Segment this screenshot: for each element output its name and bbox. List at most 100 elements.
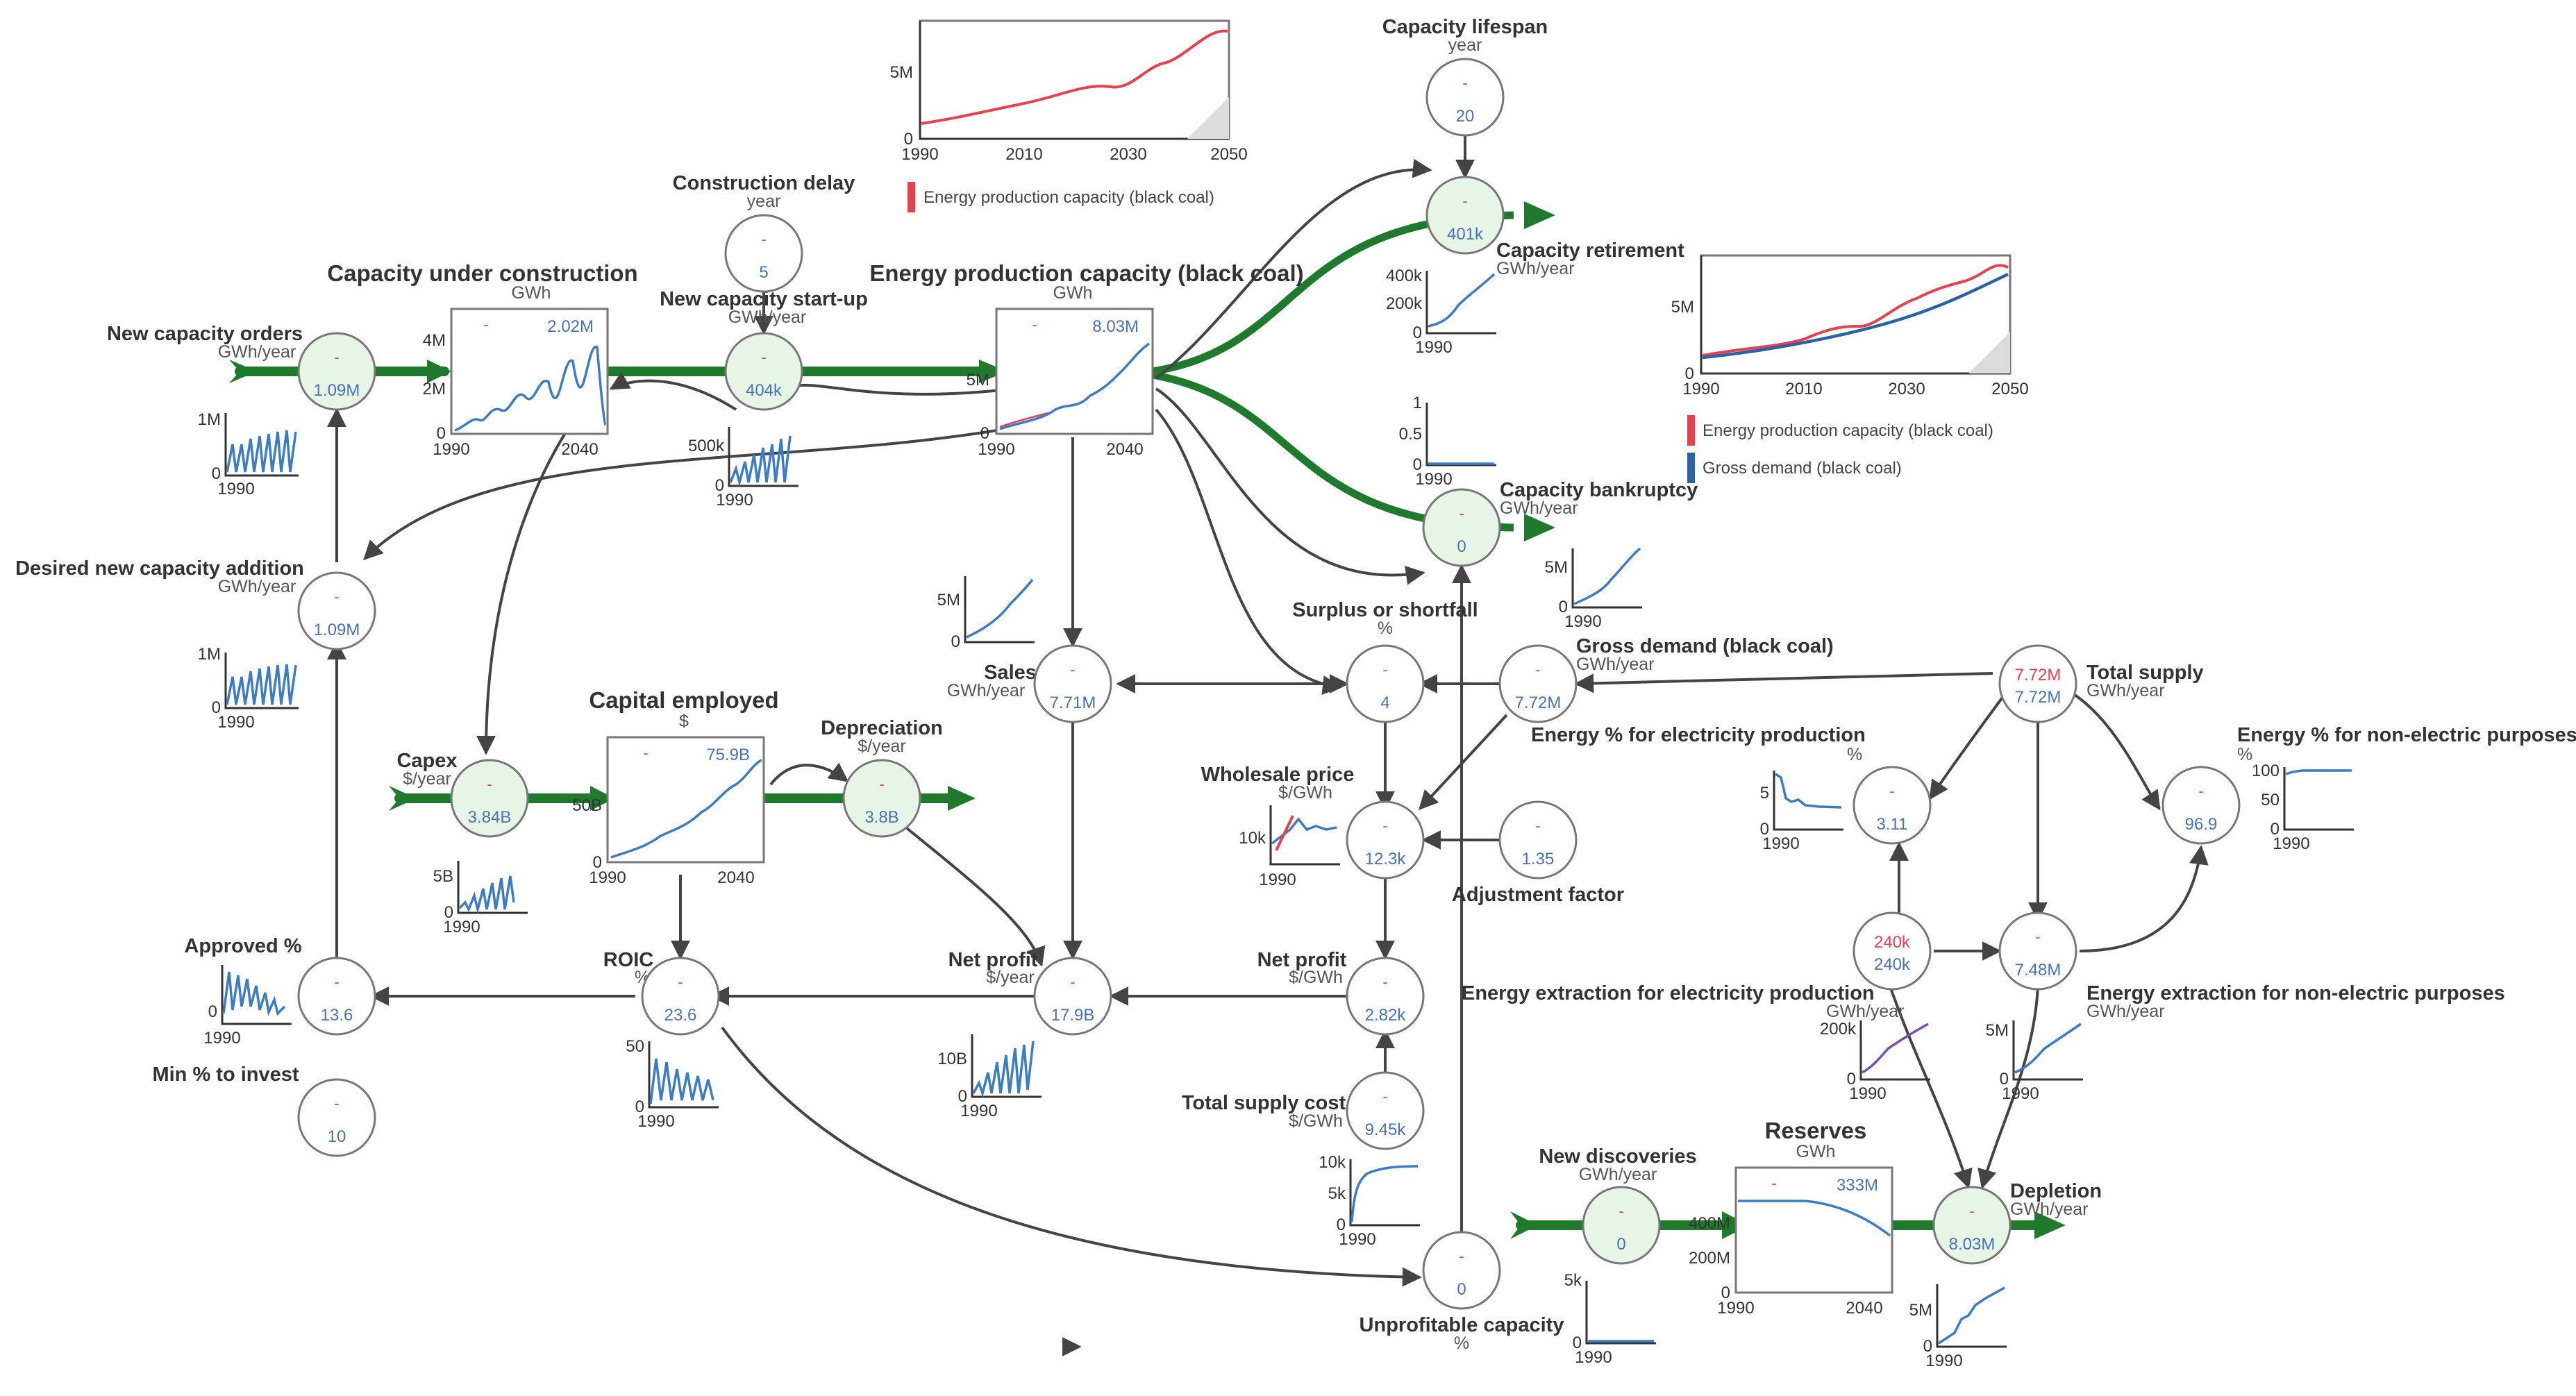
aux-extraction-nonelectric[interactable]: Energy extraction for non-electric purpo… <box>1998 911 2505 1021</box>
x-tick: 1990 <box>1682 380 1719 398</box>
aux-construction-delay[interactable]: Construction delay year - 5 <box>673 172 855 293</box>
svg-text:404k: 404k <box>746 381 783 400</box>
svg-text:5k: 5k <box>1564 1271 1582 1290</box>
chart-frame <box>1700 254 2012 375</box>
aux-gross-demand[interactable]: Gross demand (black coal) GWh/year - 7.7… <box>1498 635 1834 723</box>
svg-text:4M: 4M <box>423 331 446 350</box>
spark-desired-capacity: 1M 0 1990 <box>198 645 299 732</box>
spark-depletion: 5M 0 1990 <box>1909 1284 2007 1370</box>
spark-capex: 5B 0 1990 <box>433 861 528 936</box>
stock-capacity-under-construction[interactable]: Capacity under construction GWh - 2.02M … <box>327 260 637 459</box>
valve-depletion[interactable]: Depletion GWh/year - 8.03M <box>1932 1180 2102 1265</box>
aux-sales[interactable]: Sales GWh/year - 7.71M <box>947 644 1112 723</box>
svg-text:3.84B: 3.84B <box>468 808 512 827</box>
svg-text:GWh/year: GWh/year <box>1579 1165 1657 1184</box>
valve-capex[interactable]: Capex $/year - 3.84B <box>396 750 529 838</box>
svg-text:200k: 200k <box>1820 1020 1857 1038</box>
svg-text:10k: 10k <box>1319 1153 1346 1172</box>
svg-text:13.6: 13.6 <box>321 1006 353 1025</box>
aux-net-profit-unit[interactable]: Net profit $/GWh - 2.82k <box>1257 949 1425 1036</box>
svg-text:Gross demand (black coal): Gross demand (black coal) <box>1576 635 1834 657</box>
aux-approved-pct[interactable]: Approved % - 13.6 <box>184 935 376 1036</box>
aux-desired-new-capacity[interactable]: Desired new capacity addition GWh/year -… <box>15 557 376 650</box>
aux-min-pct-invest[interactable]: Min % to invest - 10 <box>152 1063 376 1157</box>
svg-text:Total supply: Total supply <box>2086 662 2204 684</box>
stock-energy-production-capacity[interactable]: Energy production capacity (black coal) … <box>869 260 1303 459</box>
svg-text:9.45k: 9.45k <box>1365 1120 1407 1139</box>
svg-text:5B: 5B <box>433 867 453 886</box>
svg-text:1M: 1M <box>198 645 221 664</box>
svg-text:1990: 1990 <box>960 1102 997 1120</box>
aux-capacity-lifespan[interactable]: Capacity lifespan year - 20 <box>1382 16 1548 137</box>
svg-text:96.9: 96.9 <box>2185 815 2218 834</box>
x-tick: 1990 <box>901 145 938 164</box>
valve-capacity-bankruptcy[interactable]: Capacity bankruptcy GWh/year - 0 <box>1422 479 1698 567</box>
svg-text:-: - <box>334 973 339 991</box>
aux-roic[interactable]: ROIC % - 23.6 <box>603 949 720 1036</box>
svg-text:Reserves: Reserves <box>1765 1118 1867 1143</box>
spark-wholesale-price: 10k 1990 <box>1239 805 1340 889</box>
spark-bankruptcy: 5M 0 1990 <box>1545 547 1642 631</box>
svg-text:Total supply cost: Total supply cost <box>1182 1092 1346 1114</box>
svg-text:7.72M: 7.72M <box>2015 688 2061 707</box>
svg-text:$: $ <box>679 712 689 731</box>
svg-text:1990: 1990 <box>433 440 469 459</box>
svg-text:1M: 1M <box>198 410 221 429</box>
legend-swatch <box>908 182 915 212</box>
svg-text:year: year <box>1448 35 1482 55</box>
svg-text:GWh/year: GWh/year <box>218 577 296 596</box>
svg-text:401k: 401k <box>1447 225 1484 244</box>
aux-adjustment-factor[interactable]: - 1.35 Adjustment factor <box>1452 800 1624 906</box>
spark-total-supply-cost: 10k 5k 0 1990 <box>1319 1153 1420 1249</box>
spark-sales: 5M 0 <box>937 576 1035 651</box>
svg-text:-: - <box>2198 782 2203 800</box>
aux-unprofitable-capacity[interactable]: - 0 Unprofitable capacity % <box>1360 1231 1564 1353</box>
svg-text:8.03M: 8.03M <box>1092 317 1139 336</box>
valve-depreciation[interactable]: Depreciation $/year - 3.8B <box>821 717 943 838</box>
svg-text:-: - <box>334 1095 339 1112</box>
svg-text:0: 0 <box>208 1002 217 1021</box>
aux-net-profit-total[interactable]: Net profit $/year - 17.9B <box>948 949 1112 1036</box>
svg-text:Adjustment factor: Adjustment factor <box>1452 884 1624 906</box>
aux-extraction-electricity[interactable]: Energy extraction for electricity produc… <box>1462 911 1932 1021</box>
svg-text:200k: 200k <box>1386 294 1423 313</box>
aux-energy-pct-nonelectric[interactable]: Energy % for non-electric purposes % - 9… <box>2161 724 2576 845</box>
svg-text:2.82k: 2.82k <box>1365 1006 1407 1025</box>
svg-text:1.09M: 1.09M <box>314 621 360 639</box>
legend-swatch <box>1687 453 1695 483</box>
valve-new-capacity-orders[interactable]: New capacity orders GWh/year - 1.09M <box>107 323 376 411</box>
svg-text:0: 0 <box>1337 1216 1346 1234</box>
svg-text:1990: 1990 <box>203 1029 240 1048</box>
svg-text:1990: 1990 <box>1564 612 1601 631</box>
svg-text:1990: 1990 <box>2002 1084 2039 1103</box>
aux-wholesale-price[interactable]: Wholesale price $/GWh - 12.3k <box>1201 764 1425 880</box>
svg-text:-: - <box>1070 661 1075 678</box>
svg-text:0: 0 <box>212 464 221 483</box>
svg-text:GWh/year: GWh/year <box>2086 681 2165 700</box>
stock-capital-employed[interactable]: Capital employed $ - 75.9B 50B 0 1990 20… <box>572 687 778 887</box>
svg-text:Approved %: Approved % <box>184 935 301 957</box>
aux-surplus-shortfall[interactable]: Surplus or shortfall % - 4 <box>1292 599 1478 723</box>
aux-energy-pct-electricity[interactable]: Energy % for electricity production % - … <box>1531 724 1932 845</box>
spark-new-orders: 1M 0 1990 <box>198 410 299 498</box>
svg-text:-: - <box>1032 316 1037 333</box>
aux-total-supply-cost[interactable]: Total supply cost $/GWh - 9.45k <box>1182 1071 1425 1150</box>
svg-text:0: 0 <box>1847 1070 1856 1088</box>
valve-new-discoveries[interactable]: New discoveries GWh/year - 0 <box>1539 1145 1697 1265</box>
aux-total-supply[interactable]: Total supply GWh/year 7.72M 7.72M <box>1998 644 2204 723</box>
svg-text:5M: 5M <box>1909 1301 1932 1320</box>
svg-text:-: - <box>1459 505 1464 522</box>
svg-text:0: 0 <box>715 476 724 495</box>
svg-text:Unprofitable capacity: Unprofitable capacity <box>1360 1314 1564 1336</box>
svg-text:1990: 1990 <box>1925 1352 1962 1370</box>
svg-text:-: - <box>334 588 339 605</box>
stock-reserves[interactable]: Reserves GWh - 333M 400M 200M 0 1990 204… <box>1689 1118 1893 1318</box>
valve-capacity-retirement[interactable]: Capacity retirement GWh/year - 401k <box>1425 176 1684 278</box>
svg-text:-: - <box>483 316 488 333</box>
svg-text:New capacity orders: New capacity orders <box>107 323 303 345</box>
svg-text:240k: 240k <box>1874 933 1911 952</box>
valve-new-capacity-startup[interactable]: New capacity start-up GWh/year - 404k <box>660 288 868 411</box>
spark-new-discoveries: 5k 0 1990 <box>1564 1271 1656 1367</box>
svg-text:Capex: Capex <box>396 750 457 772</box>
